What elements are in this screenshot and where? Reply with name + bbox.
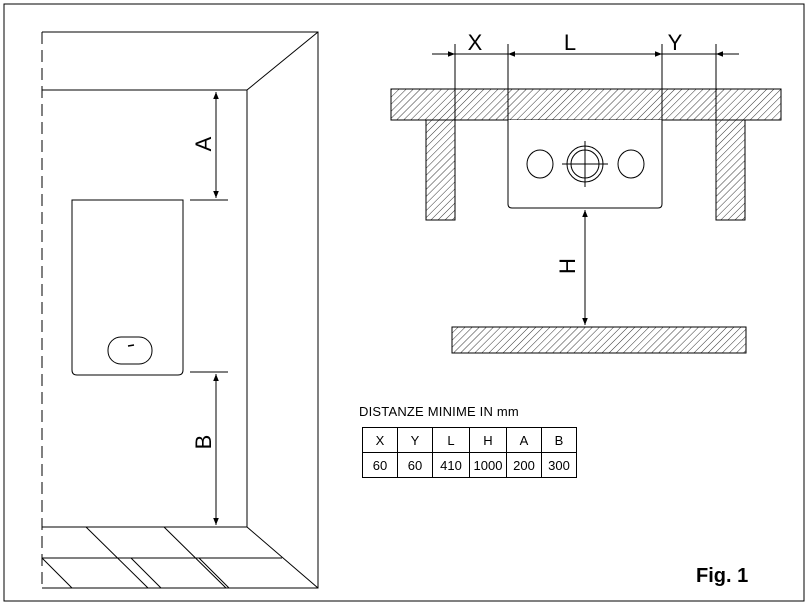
floor-tile-diagonal [198, 557, 230, 589]
plan-view [390, 44, 782, 354]
minimum-distances-table: X Y L H A B 60 60 410 1000 200 300 [362, 427, 577, 478]
value-cell: 1000 [469, 452, 507, 478]
ceiling-slab [390, 88, 782, 121]
floor-slab [451, 326, 747, 354]
right-pillar [715, 119, 746, 221]
label-h: H [555, 258, 580, 274]
floor-tile-diagonal [41, 557, 73, 589]
floor-tile-diagonal [130, 557, 162, 589]
value-cell: 60 [362, 452, 398, 478]
outer-frame [3, 3, 805, 602]
value-cell: 60 [397, 452, 433, 478]
room-outline [42, 31, 319, 589]
table-header-row: X Y L H A B [362, 427, 577, 453]
boiler-display [107, 336, 153, 365]
value-cell: 300 [541, 452, 577, 478]
table-title: DISTANZE MINIME IN mm [359, 404, 519, 419]
floor-tile-diagonal [163, 526, 227, 589]
label-a: A [191, 136, 216, 151]
figure-label: Fig. 1 [696, 565, 749, 587]
label-x: X [468, 30, 483, 55]
value-cell: 410 [432, 452, 470, 478]
header-cell: A [506, 427, 542, 453]
label-l: L [564, 30, 576, 55]
left-pillar [425, 119, 456, 221]
header-cell: B [541, 427, 577, 453]
label-b: B [191, 435, 216, 450]
table-value-row: 60 60 410 1000 200 300 [362, 452, 577, 478]
left-connection [526, 149, 554, 179]
header-cell: Y [397, 427, 433, 453]
header-cell: X [362, 427, 398, 453]
right-connection [617, 149, 645, 179]
value-cell: 200 [506, 452, 542, 478]
floor-tile-diagonal [85, 526, 149, 589]
floor-perspective-line [246, 526, 319, 589]
boiler-front [71, 199, 184, 376]
boiler-display-mark [127, 344, 135, 347]
ceiling-perspective-line [246, 31, 319, 91]
header-cell: L [432, 427, 470, 453]
wall-elevation-view [41, 31, 319, 589]
label-y: Y [668, 30, 683, 55]
header-cell: H [469, 427, 507, 453]
